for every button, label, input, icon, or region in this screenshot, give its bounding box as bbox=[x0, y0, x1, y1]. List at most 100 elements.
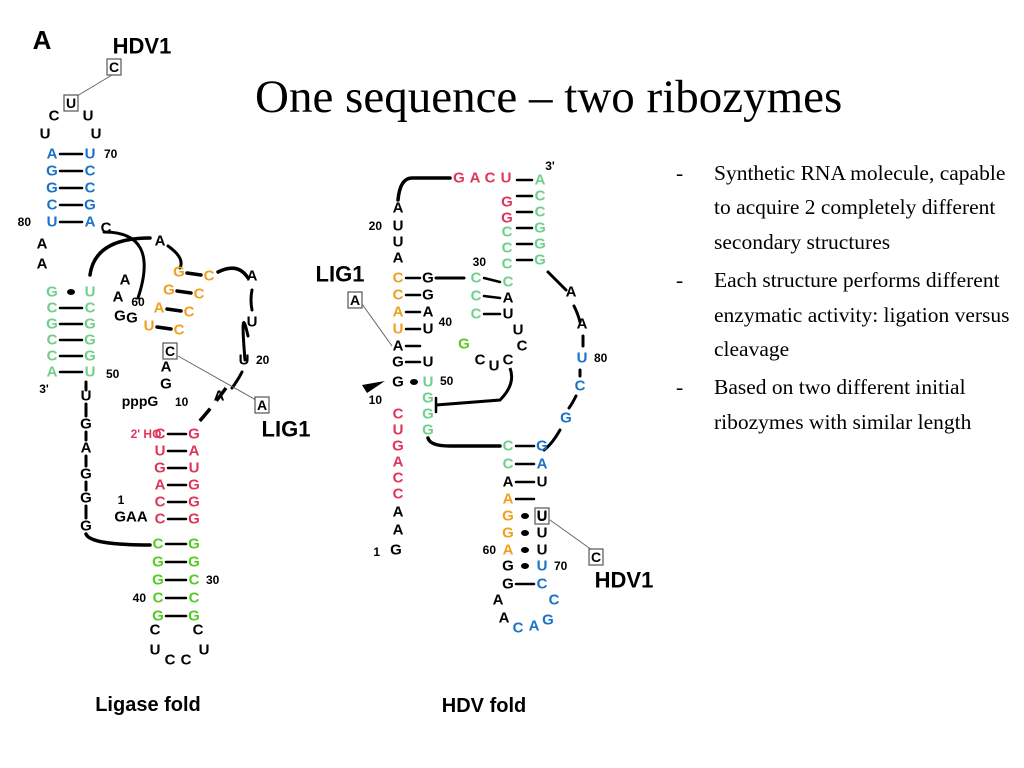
stem-right-nucleotide: C bbox=[189, 572, 200, 589]
nucleotide-label: A bbox=[499, 610, 510, 627]
nucleotide-label: G bbox=[80, 466, 92, 483]
boxed-nucleotide: A bbox=[350, 292, 360, 308]
stem-left-nucleotide: C bbox=[47, 197, 58, 214]
nucleotide-label: C bbox=[393, 406, 404, 423]
stem-right-nucleotide: U bbox=[85, 284, 96, 301]
nucleotide-label: A bbox=[393, 454, 404, 471]
box-frame bbox=[106, 58, 122, 76]
panel-label: A bbox=[33, 25, 52, 55]
backbone-curve bbox=[249, 288, 254, 312]
bullet-text: Based on two different initial ribozymes… bbox=[714, 375, 972, 434]
nucleotide-label: A bbox=[393, 504, 404, 521]
position-number: 60 bbox=[483, 543, 497, 557]
nucleotide-label: U bbox=[423, 354, 434, 371]
nucleotide-label: C bbox=[165, 652, 176, 669]
stem-left-nucleotide: C bbox=[153, 536, 164, 553]
nucleotide-label: G bbox=[534, 236, 546, 253]
nucleotide-label: G bbox=[126, 310, 138, 327]
backbone-curve bbox=[166, 244, 183, 270]
bond-line bbox=[155, 325, 173, 331]
position-number: 10 bbox=[175, 395, 189, 409]
callout-line bbox=[549, 519, 593, 551]
bond-line bbox=[165, 307, 183, 313]
nucleotide-label: C bbox=[549, 592, 560, 609]
nucleotide-label: A bbox=[393, 200, 404, 217]
position-number: 10 bbox=[369, 393, 383, 407]
nucleotide-label: C bbox=[485, 170, 496, 187]
stem-left-nucleotide: G bbox=[154, 460, 166, 477]
nucleotide-label: A bbox=[503, 290, 514, 307]
callout-line bbox=[177, 355, 257, 401]
nucleotide-label: U bbox=[247, 314, 258, 331]
position-number: 1 bbox=[373, 545, 380, 559]
backbone-curve bbox=[426, 436, 502, 448]
nucleotide-label: G bbox=[502, 558, 514, 575]
backbone-curve bbox=[572, 304, 582, 324]
stem-left-nucleotide: C bbox=[155, 494, 166, 511]
nucleotide-label: A bbox=[503, 474, 514, 491]
boxed-nucleotide: U bbox=[66, 95, 76, 111]
nucleotide-label: C bbox=[535, 188, 546, 205]
stem-left-nucleotide: U bbox=[47, 214, 58, 231]
nucleotide-label: C bbox=[513, 620, 524, 637]
stem-right-nucleotide: C bbox=[184, 304, 195, 321]
callout-hdv1: HDV1 bbox=[113, 34, 172, 59]
nucleotide-label: A bbox=[37, 256, 48, 273]
nucleotide-label: A bbox=[423, 304, 434, 321]
nucleotide-label: U bbox=[537, 542, 548, 559]
nucleotide-label: G bbox=[422, 390, 434, 407]
nucleotide-label: A bbox=[155, 233, 166, 250]
nucleotide-label: A bbox=[535, 172, 546, 189]
boxed-nucleotide: C bbox=[591, 549, 601, 565]
stem-left-nucleotide: A bbox=[47, 364, 58, 381]
nucleotide-label: C bbox=[393, 270, 404, 287]
nucleotide-label: U bbox=[239, 352, 250, 369]
nucleotide-label: A bbox=[493, 592, 504, 609]
bond-line bbox=[482, 294, 502, 300]
nucleotide-label: C bbox=[535, 204, 546, 221]
bullet-marker: - bbox=[676, 375, 684, 400]
nucleotide-label: G bbox=[160, 376, 172, 393]
nucleotide-label: A bbox=[37, 236, 48, 253]
nucleotide-label: U bbox=[81, 388, 92, 405]
nucleotide-label: G bbox=[501, 210, 513, 227]
stem-right-nucleotide: U bbox=[189, 460, 200, 477]
nucleotide-label: G bbox=[422, 270, 434, 287]
backbone-curve bbox=[84, 532, 152, 547]
box-frame bbox=[534, 507, 550, 525]
nucleotide-label: G bbox=[560, 410, 572, 427]
backbone-curve bbox=[567, 394, 578, 410]
nucleotide-label: G bbox=[458, 336, 470, 353]
stem-left-nucleotide: G bbox=[46, 163, 58, 180]
stem-left-nucleotide: C bbox=[155, 511, 166, 528]
position-number: 20 bbox=[369, 219, 383, 233]
callout-hdv1: HDV1 bbox=[595, 568, 654, 593]
stem-right-nucleotide: C bbox=[194, 286, 205, 303]
nucleotide-label: C bbox=[471, 306, 482, 323]
backbone-curve bbox=[241, 321, 250, 362]
backbone-curve bbox=[216, 266, 250, 280]
pair-dot bbox=[521, 530, 529, 536]
nucleotide-label: C bbox=[517, 338, 528, 355]
stem-right-nucleotide: C bbox=[85, 300, 96, 317]
nucleotide-label: C bbox=[181, 652, 192, 669]
box-frame bbox=[588, 548, 604, 566]
nucleotide-label: A bbox=[214, 388, 225, 405]
nucleotide-label: U bbox=[40, 126, 51, 143]
position-number: 40 bbox=[133, 591, 147, 605]
nucleotide-label: A bbox=[503, 542, 514, 559]
nucleotide-label: C bbox=[575, 378, 586, 395]
stem-left-nucleotide: C bbox=[47, 332, 58, 349]
nucleotide-label: G bbox=[392, 438, 404, 455]
bond-line bbox=[175, 289, 193, 295]
bullet-item: - Synthetic RNA molecule, capable to acq… bbox=[676, 156, 1021, 259]
position-number: 50 bbox=[106, 367, 120, 381]
bullet-list: - Synthetic RNA molecule, capable to acq… bbox=[676, 156, 1021, 443]
nucleotide-label: G bbox=[534, 220, 546, 237]
crossover-line bbox=[435, 367, 514, 407]
nucleotide-label: G bbox=[114, 308, 126, 325]
nucleotide-label: C bbox=[502, 256, 513, 273]
stem-left-nucleotide: C bbox=[155, 426, 166, 443]
nucleotide-label: U bbox=[83, 108, 94, 125]
nucleotide-label: A bbox=[120, 272, 131, 289]
